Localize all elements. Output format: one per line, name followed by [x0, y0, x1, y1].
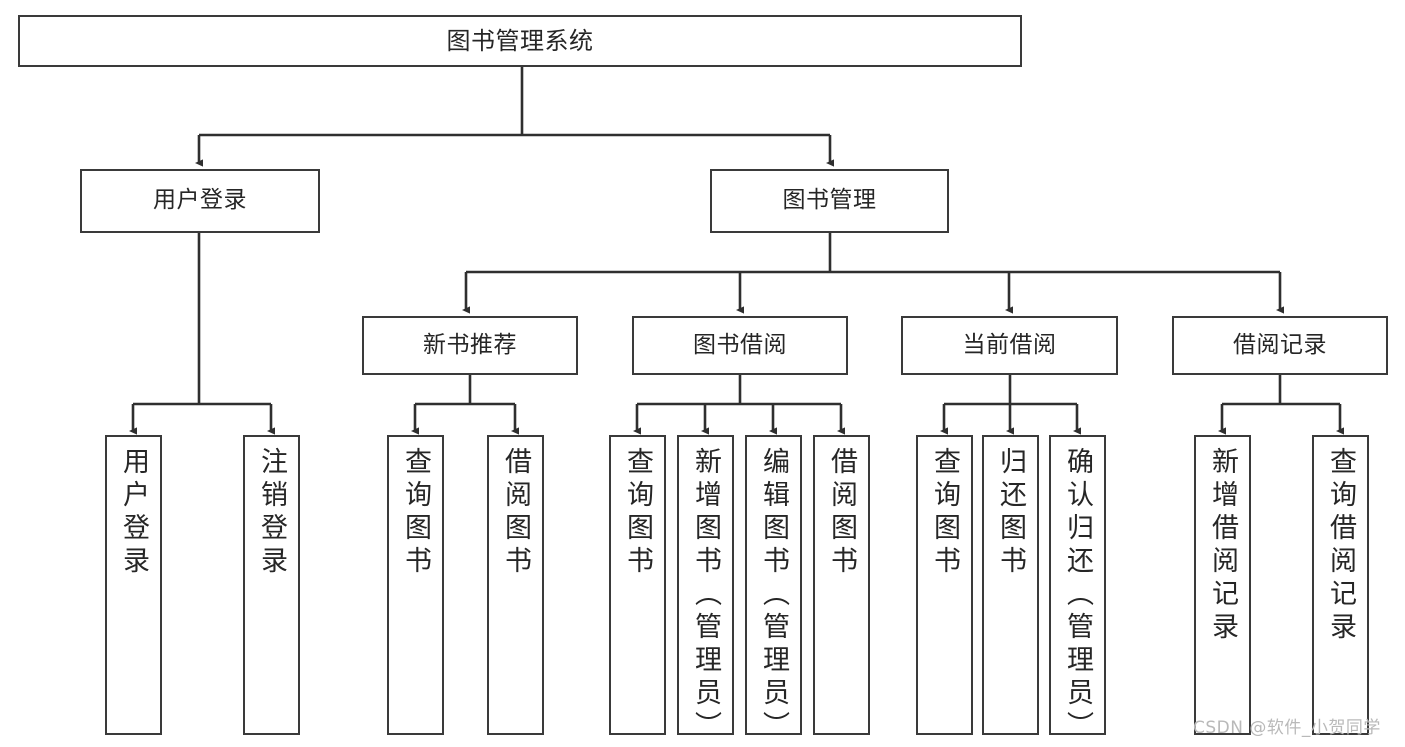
leaf-new-book-borrow-book[interactable]: 借阅图书	[487, 435, 544, 735]
node-label: 编辑图书（管理员）	[758, 447, 789, 744]
node-book-management[interactable]: 图书管理	[710, 169, 949, 233]
node-label: 查询图书	[622, 447, 653, 579]
node-label: 查询借阅记录	[1325, 447, 1356, 645]
node-label: 注销登录	[256, 447, 287, 579]
node-new-book-recommend[interactable]: 新书推荐	[362, 316, 578, 375]
node-label: 用户登录	[118, 447, 149, 579]
node-current-borrow[interactable]: 当前借阅	[901, 316, 1118, 375]
leaf-book-borrow-add-book-admin[interactable]: 新增图书（管理员）	[677, 435, 734, 744]
node-label: 图书借阅	[693, 331, 787, 358]
leaf-book-borrow-edit-book-admin[interactable]: 编辑图书（管理员）	[745, 435, 802, 744]
node-label: 借阅图书	[500, 447, 531, 579]
node-label: 新增图书（管理员）	[690, 447, 721, 744]
node-label: 查询图书	[929, 447, 960, 579]
leaf-new-book-query-book[interactable]: 查询图书	[387, 435, 444, 735]
node-label: 用户登录	[153, 187, 247, 214]
node-borrow-record[interactable]: 借阅记录	[1172, 316, 1388, 375]
node-label: 查询图书	[400, 447, 431, 579]
leaf-current-borrow-confirm-return-admin[interactable]: 确认归还（管理员）	[1049, 435, 1106, 744]
leaf-current-borrow-return-book[interactable]: 归还图书	[982, 435, 1039, 735]
node-book-borrow[interactable]: 图书借阅	[632, 316, 848, 375]
node-label: 当前借阅	[962, 331, 1057, 358]
node-user-login[interactable]: 用户登录	[80, 169, 320, 233]
leaf-current-borrow-query-book[interactable]: 查询图书	[916, 435, 973, 735]
node-label: 借阅记录	[1233, 331, 1327, 358]
node-label: 新书推荐	[423, 331, 517, 358]
leaf-book-borrow-query-book[interactable]: 查询图书	[609, 435, 666, 735]
node-root-book-management-system[interactable]: 图书管理系统	[18, 15, 1022, 67]
node-label: 归还图书	[995, 447, 1026, 579]
node-label: 确认归还（管理员）	[1062, 447, 1093, 744]
node-label: 新增借阅记录	[1207, 447, 1238, 645]
leaf-user-login-login[interactable]: 用户登录	[105, 435, 162, 735]
leaf-book-borrow-borrow-book[interactable]: 借阅图书	[813, 435, 870, 735]
node-label: 图书管理系统	[446, 26, 594, 55]
leaf-borrow-record-add-record[interactable]: 新增借阅记录	[1194, 435, 1251, 735]
node-label: 图书管理	[782, 187, 877, 214]
leaf-user-login-logout[interactable]: 注销登录	[243, 435, 300, 735]
leaf-borrow-record-query-record[interactable]: 查询借阅记录	[1312, 435, 1369, 735]
node-label: 借阅图书	[826, 447, 857, 579]
